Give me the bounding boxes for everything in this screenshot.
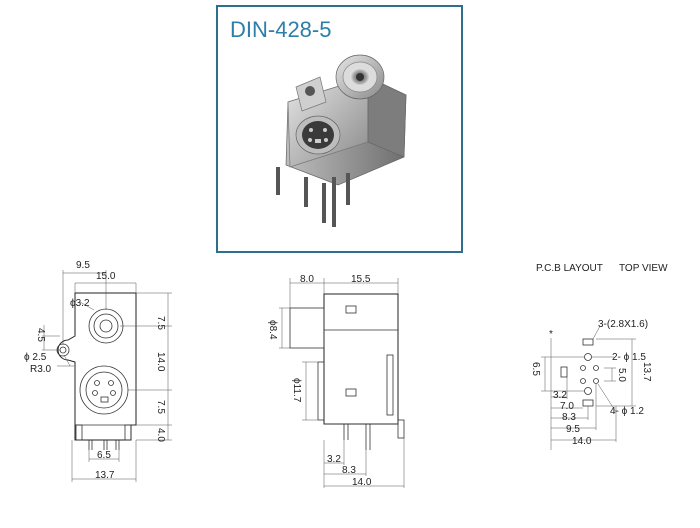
pcb-dim-8-3: 8.3 (562, 412, 576, 423)
pcb-dim-holes-2: 2- ϕ 1.5 (612, 352, 646, 363)
side-dim-3-2: 3.2 (327, 454, 341, 465)
front-dim-r-3-0: R3.0 (30, 364, 52, 375)
front-view: 9.5 15.0 ϕ3.2 7.5 4.5 ϕ 2.5 R3.0 14.0 7.… (24, 260, 172, 482)
product-photo-frame: DIN-428-5 (216, 5, 463, 253)
pcb-dim-holes-3: 3-(2.8X1.6) (598, 319, 648, 330)
front-dim-7-5-top: 7.5 (155, 316, 166, 330)
pcb-layout-header: P.C.B LAYOUT (536, 263, 603, 274)
side-dim-phi-8-4: ϕ8.4 (267, 320, 278, 340)
pcb-dim-star: * (549, 329, 553, 340)
pcb-dim-3-2: 3.2 (553, 390, 567, 401)
front-dim-9-5: 9.5 (76, 260, 90, 271)
side-dim-phi-11-7: ϕ11.7 (291, 378, 302, 403)
front-dim-phi-2-5: ϕ 2.5 (24, 352, 47, 363)
pcb-layout: P.C.B LAYOUT TOP VIEW * 3-(2 (530, 263, 668, 450)
pcb-dim-14-0: 14.0 (572, 436, 592, 447)
front-dim-phi-3-2: ϕ3.2 (70, 298, 90, 309)
side-view-body (323, 293, 399, 425)
pcb-dim-6-5: 6.5 (530, 362, 541, 376)
side-dim-8-3: 8.3 (342, 465, 356, 476)
pcb-dim-13-7: 13.7 (641, 362, 652, 382)
front-dim-4-0: 4.0 (155, 428, 166, 442)
front-view-body (57, 292, 137, 441)
pcb-dim-7-0: 7.0 (560, 401, 574, 412)
front-dim-4-5: 4.5 (35, 328, 46, 342)
top-view-header: TOP VIEW (619, 263, 668, 274)
side-dim-8-0: 8.0 (300, 274, 314, 285)
side-dim-14-0: 14.0 (352, 477, 372, 488)
side-view: 8.0 15.5 ϕ8.4 ϕ11.7 3.2 8.3 14.0 (267, 274, 405, 488)
front-dim-6-5: 6.5 (97, 450, 111, 461)
pcb-dim-5-0: 5.0 (616, 368, 627, 382)
pcb-dim-9-5: 9.5 (566, 424, 580, 435)
model-title: DIN-428-5 (230, 17, 332, 42)
front-dim-14-0: 14.0 (155, 352, 166, 372)
side-dim-15-5: 15.5 (351, 274, 371, 285)
front-dim-15-0: 15.0 (96, 271, 116, 282)
front-dim-7-5-bot: 7.5 (155, 400, 166, 414)
pcb-dim-holes-4: 4- ϕ 1.2 (610, 406, 644, 417)
connector-photo (276, 54, 407, 227)
front-dim-13-7: 13.7 (95, 470, 115, 481)
